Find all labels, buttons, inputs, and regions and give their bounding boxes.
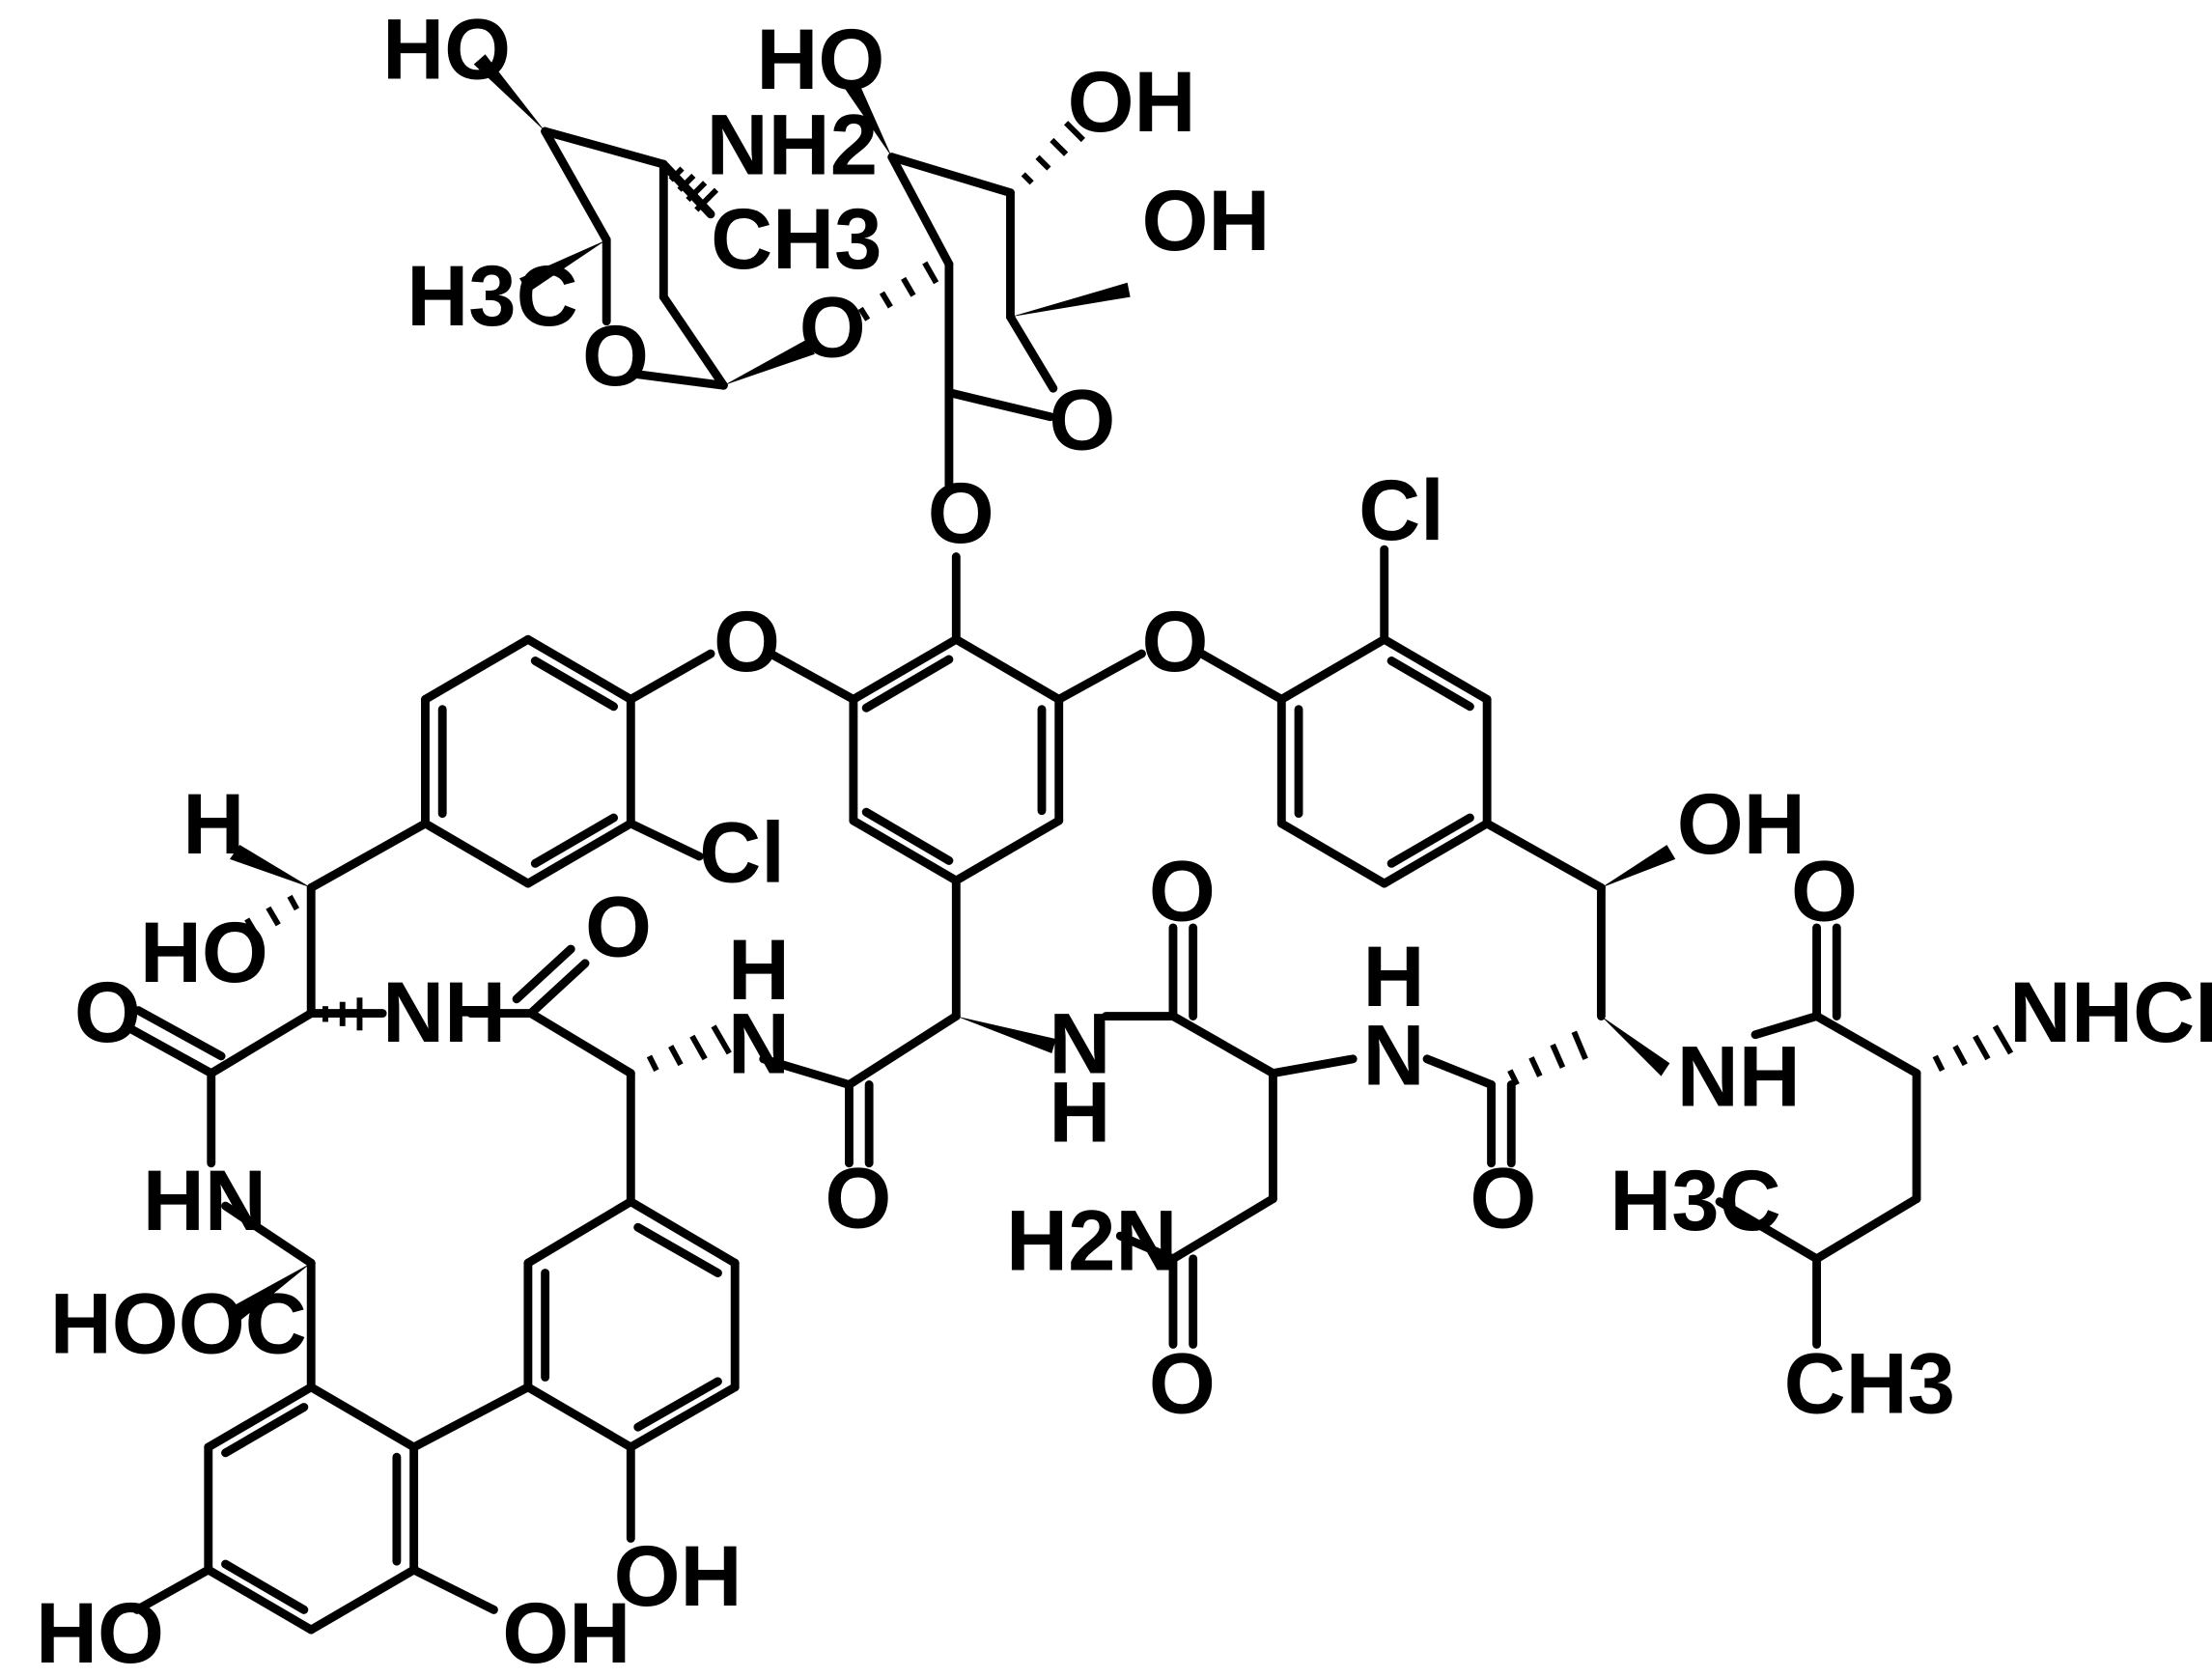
oh-right-label: OH [1677,776,1806,872]
right-ether-oxygen-label: O [1141,594,1208,689]
amide5-oxygen-label: O [1470,1150,1536,1245]
oh-phenol-label: OH [614,1528,742,1624]
ch3-leu-label: CH3 [1784,1335,1955,1431]
ho-top-left-label: HO [382,1,511,97]
chlorine-right-label: Cl [1358,462,1444,558]
left-amide-oxygen-label: O [74,964,141,1060]
aryl-glycoside-oxygen-label: O [928,465,994,561]
h-left-label: H [182,776,244,872]
amide3-oxygen-label: O [825,1150,891,1245]
n-2-label: N [728,996,790,1092]
glycosidic-oxygen-label: O [799,280,866,376]
sugar1-ring-oxygen-label: O [582,308,649,404]
h-n2-label: H [728,922,790,1018]
nh-1-label: NH [382,964,506,1060]
ho-sugar2-label: HO [756,12,884,107]
nhch3-label: NHCH3 [2009,964,2212,1060]
oh-resorcinol-label: OH [502,1585,630,1677]
hooc-label: HOOC [50,1275,307,1371]
ho-resorcinol-label: HO [36,1585,164,1677]
amide6-oxygen-label: O [1791,843,1858,938]
h3c-leu-label: H3C [1610,1153,1780,1248]
n-3-label: N [1049,996,1110,1092]
hn-left-label: HN [143,1153,266,1248]
nh-5-label: NH [1677,1029,1801,1125]
asn-oxygen-label: O [1149,1335,1216,1431]
h-n4-label: H [1363,929,1425,1024]
bonds [124,126,1921,1635]
sugar2-ring-oxygen-label: O [1049,373,1115,468]
left-ether-oxygen-label: O [714,594,780,689]
wedge-bonds [225,54,1676,1325]
oh-sugar2-label: OH [1068,54,1196,150]
h-n3-label: H [1049,1065,1110,1160]
hashed-bonds [244,121,2014,1086]
chlorine-left-label: Cl [699,805,785,901]
ch3-sugar-label: CH3 [711,191,882,287]
oh-ch2-label: OH [1141,173,1270,268]
nh2-label: NH2 [707,97,878,192]
atom-labels: HO NH2 CH3 H3C O O HO OH OH O O O O Cl C… [36,1,2212,1677]
h3c-sugar-label: H3C [406,248,577,344]
n-4-label: N [1363,1007,1425,1103]
h2n-label: H2N [1006,1193,1177,1289]
amide4-oxygen-label: O [1149,843,1216,938]
mid-amide-oxygen-label: O [585,879,652,974]
ho-left-label: HO [140,905,268,1000]
